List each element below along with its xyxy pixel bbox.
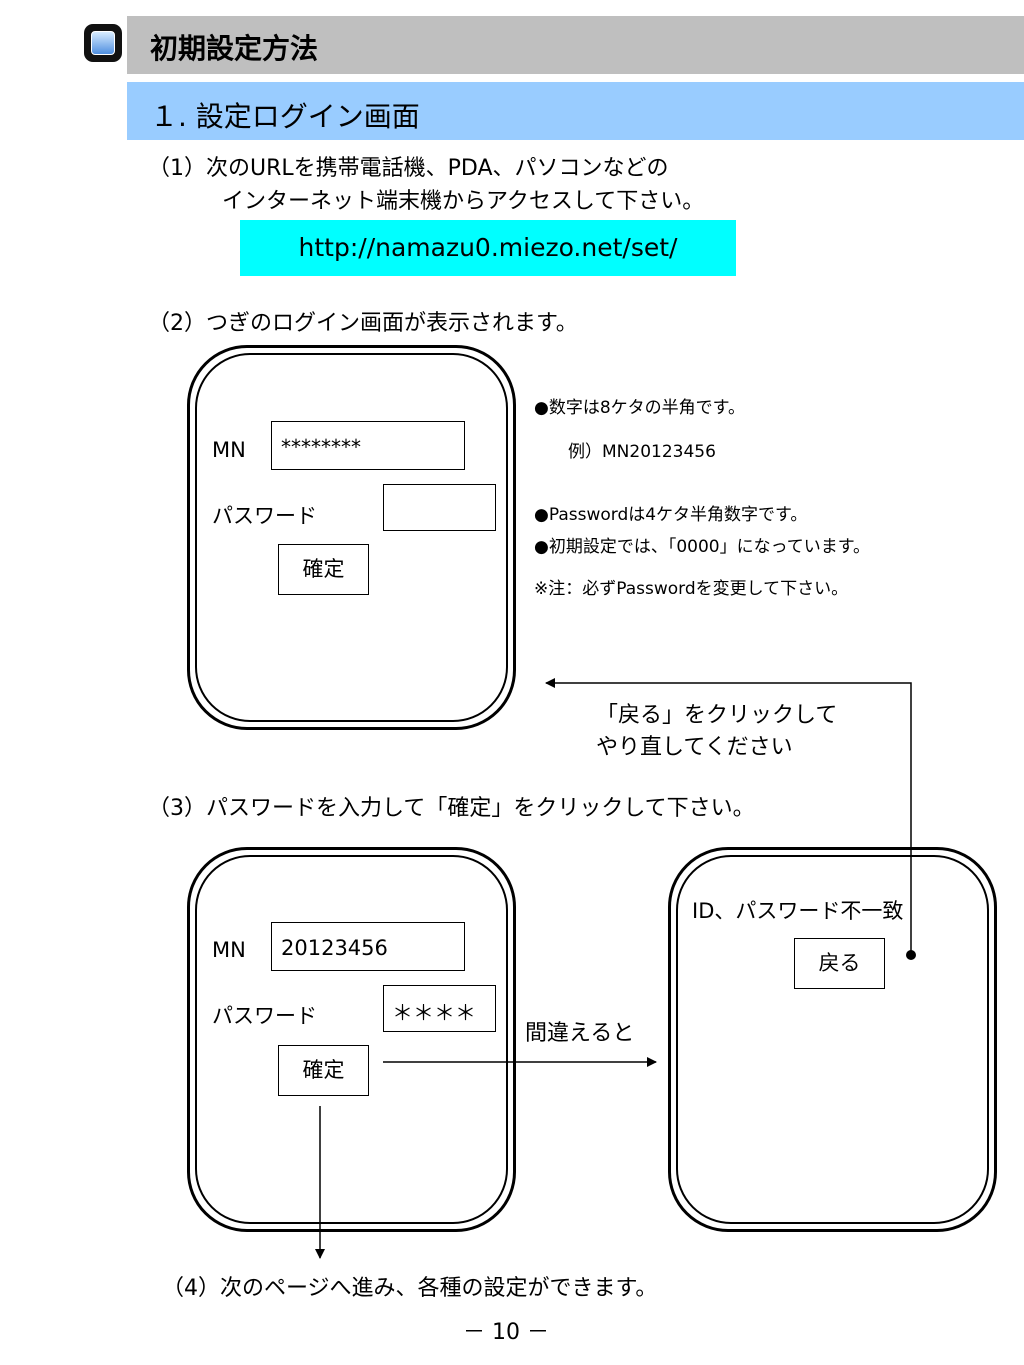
password-label: パスワード — [212, 504, 317, 528]
page-number: － 10 － — [463, 1320, 549, 1345]
password-input-2-value: ＊＊＊＊ — [392, 1001, 476, 1025]
back-hint-line2: やり直してください — [596, 735, 793, 760]
step1-line1: （1）次のURLを携帯電話機、PDA、パソコンなどの — [148, 156, 669, 181]
mn-input-value: ******** — [281, 435, 361, 459]
mn-label-2: MN — [212, 938, 246, 962]
note-initial: ●初期設定では、「0000」になっています。 — [534, 537, 871, 557]
mn-input-2[interactable]: 20123456 — [271, 922, 465, 971]
note-example: 例）MN20123456 — [568, 442, 716, 462]
password-input[interactable] — [383, 484, 496, 531]
login-screen-mockup — [187, 345, 516, 730]
mn-input-2-value: 20123456 — [281, 936, 388, 960]
header-bar — [127, 16, 1024, 74]
login-screen-filled-mockup — [187, 847, 516, 1232]
confirm-button[interactable]: 確定 — [278, 544, 369, 595]
note-warning: ※注：必ずPasswordを変更して下さい。 — [534, 579, 849, 599]
note-digits: ●数字は8ケタの半角です。 — [534, 398, 745, 418]
mn-input[interactable]: ******** — [271, 421, 465, 470]
back-hint-line1: 「戻る」をクリックして — [596, 703, 838, 728]
back-button[interactable]: 戻る — [794, 938, 885, 989]
back-arrow-dot — [906, 950, 916, 960]
step4-text: （4）次のページへ進み、各種の設定ができます。 — [162, 1276, 658, 1301]
error-message: ID、パスワード不一致 — [692, 899, 904, 923]
step2-text: （2）つぎのログイン画面が表示されます。 — [148, 311, 578, 336]
mn-label: MN — [212, 438, 246, 462]
back-arrow — [545, 678, 912, 955]
error-screen-mockup — [668, 847, 997, 1232]
password-label-2: パスワード — [212, 1004, 317, 1028]
mismatch-label: 間違えると — [525, 1021, 635, 1046]
step1-line2: インターネット端末機からアクセスして下さい。 — [222, 189, 705, 214]
note-password: ●Passwordは4ケタ半角数字です。 — [534, 505, 808, 525]
password-input-2[interactable]: ＊＊＊＊ — [383, 985, 496, 1032]
section-bar — [127, 82, 1024, 140]
page-title: 初期設定方法 — [150, 32, 319, 65]
section-bullet-icon — [84, 24, 122, 62]
confirm-button-2[interactable]: 確定 — [278, 1045, 369, 1096]
section-title: １. 設定ログイン画面 — [150, 100, 420, 133]
step3-text: （3）パスワードを入力して「確定」をクリックして下さい。 — [148, 796, 755, 821]
url-link[interactable]: http://namazu0.miezo.net/set/ — [298, 233, 678, 262]
url-highlight — [240, 220, 736, 276]
